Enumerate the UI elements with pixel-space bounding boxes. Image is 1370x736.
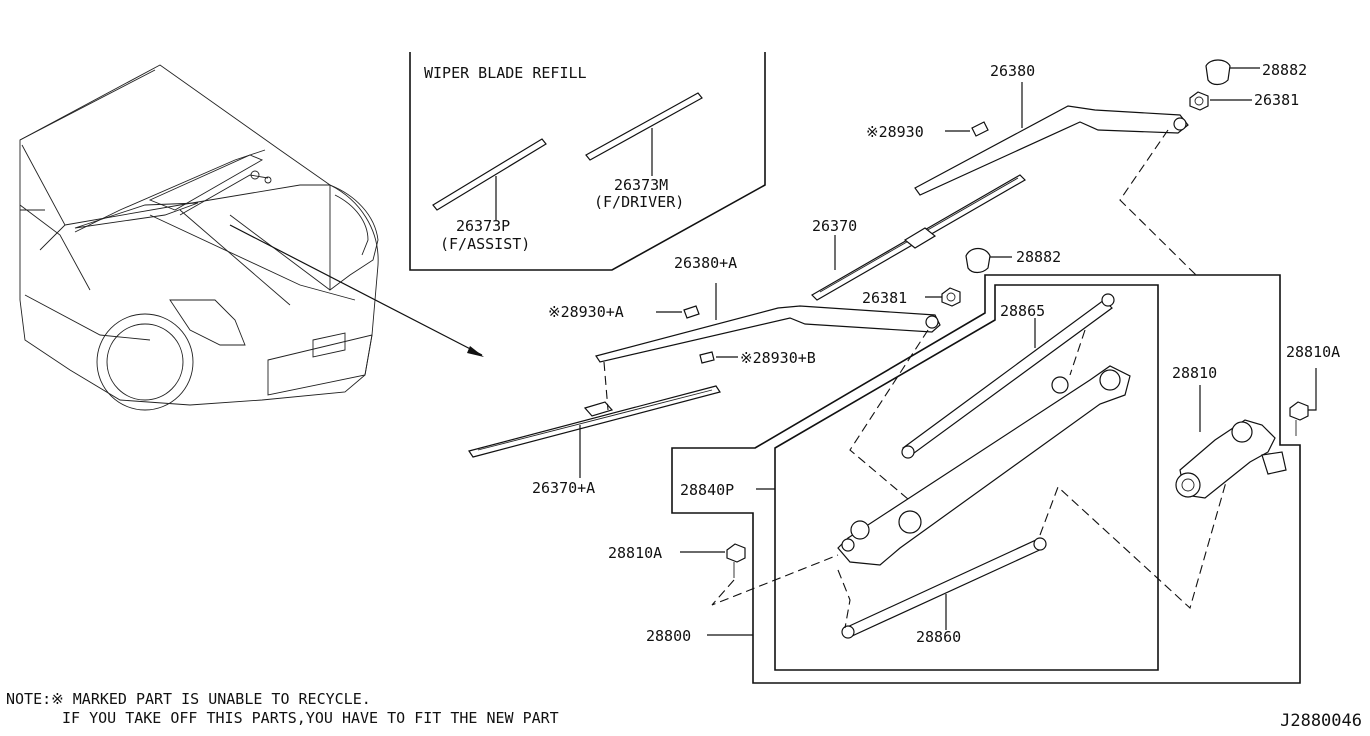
label-26380A: 26380+A bbox=[674, 254, 737, 272]
note-line-2: IF YOU TAKE OFF THIS PARTS,YOU HAVE TO F… bbox=[62, 709, 559, 727]
label-28810: 28810 bbox=[1172, 364, 1217, 382]
refill-driver-part: 26373M bbox=[614, 176, 668, 194]
label-28882-top: 28882 bbox=[1262, 61, 1307, 79]
label-28860: 28860 bbox=[916, 628, 961, 646]
motor-assembly bbox=[680, 368, 1317, 606]
label-26381-top: 26381 bbox=[1254, 91, 1299, 109]
refill-inset-title: WIPER BLADE REFILL bbox=[424, 64, 587, 82]
car-illustration bbox=[19, 64, 484, 411]
refill-assist-desc: (F/ASSIST) bbox=[440, 235, 530, 253]
label-26370A: 26370+A bbox=[532, 479, 595, 497]
label-28930B: ※28930+B bbox=[740, 349, 816, 367]
label-28865: 28865 bbox=[1000, 302, 1045, 320]
note-line-1: NOTE:※ MARKED PART IS UNABLE TO RECYCLE. bbox=[6, 690, 371, 708]
label-28800: 28800 bbox=[646, 627, 691, 645]
refill-driver-desc: (F/DRIVER) bbox=[594, 193, 684, 211]
linkage-parts bbox=[837, 293, 1229, 639]
label-26370: 26370 bbox=[812, 217, 857, 235]
label-28930A: ※28930+A bbox=[548, 303, 624, 321]
part-labels: 26380 28882 26381 ※28930 26370 28882 263… bbox=[532, 61, 1340, 646]
label-26380: 26380 bbox=[990, 62, 1035, 80]
label-28882-mid: 28882 bbox=[1016, 248, 1061, 266]
linkage-boxes bbox=[671, 274, 1301, 684]
label-28810A-right: 28810A bbox=[1286, 343, 1340, 361]
diagram-id: J2880046 bbox=[1280, 711, 1362, 731]
refill-assist-part: 26373P bbox=[456, 217, 510, 235]
driver-arm-assembly bbox=[811, 59, 1260, 301]
assist-arm-assembly bbox=[468, 247, 1012, 506]
refill-inset: WIPER BLADE REFILL 26373P (F/ASSIST) 263… bbox=[409, 52, 766, 271]
label-28840P: 28840P bbox=[680, 481, 734, 499]
label-26381-mid: 26381 bbox=[862, 289, 907, 307]
label-28930: ※28930 bbox=[866, 123, 924, 141]
label-28810A-left: 28810A bbox=[608, 544, 662, 562]
